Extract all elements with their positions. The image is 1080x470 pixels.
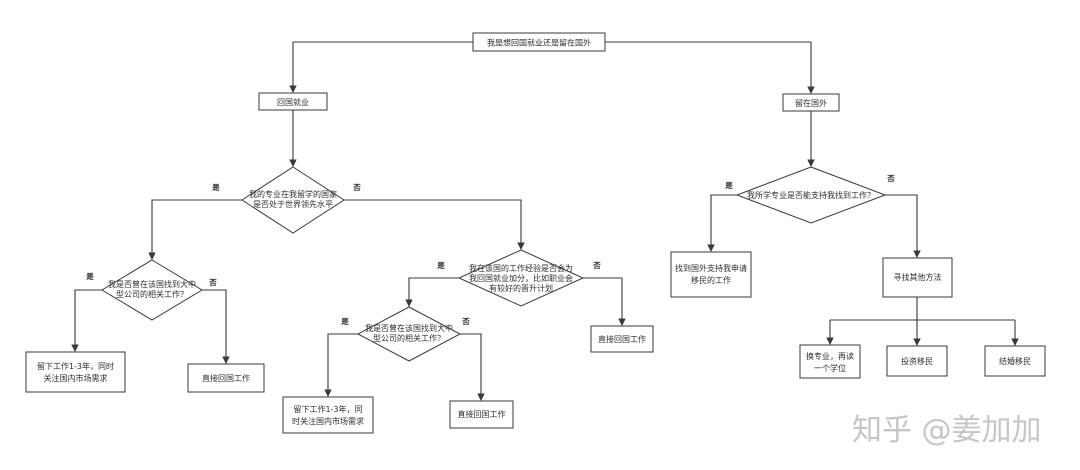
start-text: 我是想回国就业还是留在国外	[487, 38, 591, 48]
find-employer-line-2: 移民的工作	[691, 275, 731, 285]
start-node: 我是想回国就业还是留在国外	[472, 32, 606, 52]
no-label: 否	[352, 183, 361, 192]
return-home-box	[258, 92, 328, 111]
connector-q-job-a-no	[202, 289, 230, 364]
other-ways-box	[882, 257, 953, 298]
stay-abroad-text: 留在国外	[795, 98, 827, 108]
find-employer-box	[670, 251, 752, 298]
yes-label: 是	[85, 271, 94, 281]
decision-job-found-a-diamond	[101, 259, 203, 321]
yes-label: 是	[436, 260, 445, 270]
connector-start-to-stay	[605, 41, 815, 94]
stay-work-b-box	[282, 396, 374, 434]
stay-work-a-line-2: 关注国内市场需求	[44, 373, 108, 383]
return-work-b-node: 直接回国工作	[590, 325, 654, 353]
connector-q-job-a-yes	[71, 289, 102, 352]
connector-q-job-b-no	[460, 333, 485, 401]
invest-node: 投资移民	[886, 345, 948, 377]
return-work-b-text: 直接回国工作	[598, 334, 646, 344]
stay-work-a-line-1: 留下工作1-3年，同时	[37, 361, 114, 371]
connector-other-ways-trunk	[830, 297, 1015, 321]
connector-q-support-no	[885, 194, 921, 258]
decision-major-leading-line-2: 是否处于世界领先水平	[253, 199, 333, 209]
decision-experience-bonus-line-3: 有较好的晋升计划	[489, 283, 553, 293]
no-label: 否	[592, 261, 601, 270]
connector-q-job-b-yes	[324, 333, 358, 397]
return-work-b-box	[590, 325, 654, 353]
marriage-box	[984, 345, 1046, 377]
change-major-box	[799, 344, 861, 379]
decision-major-leading: 我的专业在我留学的国家 是否处于世界领先水平	[241, 166, 345, 234]
decision-experience-bonus-line-1: 我在该国的工作经验是否会为	[469, 263, 573, 273]
return-home-text: 回国就业	[277, 97, 309, 107]
return-work-a-box	[187, 363, 265, 393]
decision-job-found-b-line-2: 型公司的相关工作？	[373, 333, 445, 343]
connector-q-support-yes	[707, 194, 737, 252]
decision-major-support-diamond	[735, 166, 887, 224]
no-label: 否	[886, 174, 895, 183]
stay-work-a-node: 留下工作1-3年，同时 关注国内市场需求	[25, 351, 126, 393]
decision-job-found-a: 我是否曾在该国找到大中 型公司的相关工作？	[101, 259, 203, 321]
return-home-node: 回国就业	[258, 92, 328, 111]
decision-major-leading-diamond	[241, 166, 345, 234]
decision-job-found-a-line-2: 型公司的相关工作？	[116, 289, 188, 299]
change-major-line-1: 换专业，再读	[806, 351, 854, 361]
connector-q-experience-no	[583, 277, 626, 326]
stay-abroad-box	[782, 93, 840, 112]
no-label: 否	[208, 278, 217, 287]
decision-major-support: 我所学专业是否能支持我找到工作？	[735, 166, 887, 224]
marriage-text: 结婚移民	[999, 356, 1031, 366]
change-major-line-2: 一个学位	[814, 363, 846, 373]
watermark: 知乎 @姜加加	[852, 413, 1042, 448]
decision-job-found-b-diamond	[356, 306, 462, 362]
find-employer-node: 找到国外支持我申请 移民的工作	[670, 251, 752, 298]
connector-start-to-return	[289, 41, 473, 93]
change-major-node: 换专业，再读 一个学位	[799, 344, 861, 379]
connector-q-major-no	[344, 199, 525, 250]
marriage-node: 结婚移民	[984, 345, 1046, 377]
stay-work-a-box	[25, 351, 126, 393]
connector-q-major-yes	[148, 199, 242, 260]
decision-experience-bonus: 我在该国的工作经验是否会为 我回国就业加分，比如职业会 有较好的晋升计划	[457, 249, 585, 307]
decision-major-support-text: 我所学专业是否能支持我找到工作？	[747, 190, 875, 200]
decision-experience-bonus-line-2: 我回国就业加分，比如职业会	[469, 273, 573, 283]
yes-label: 是	[211, 182, 220, 192]
start-box	[472, 32, 606, 52]
other-ways-node: 寻找其他方法	[882, 257, 953, 298]
connector-q-experience-yes	[405, 277, 459, 307]
stay-work-b-line-1: 留下工作1-3年，同	[293, 404, 362, 414]
connectors	[71, 41, 1019, 401]
decision-job-found-b: 我是否曾在该国找到大中 型公司的相关工作？	[356, 306, 462, 362]
decision-job-found-b-line-1: 我是否曾在该国找到大中	[365, 323, 453, 333]
return-work-c-node: 直接回国工作	[449, 400, 514, 429]
return-work-c-box	[449, 400, 514, 429]
return-work-a-node: 直接回国工作	[187, 363, 265, 393]
find-employer-line-1: 找到国外支持我申请	[675, 263, 747, 273]
stay-work-b-line-2: 时关注国内市场需求	[292, 416, 364, 426]
yes-label: 是	[724, 180, 733, 190]
other-ways-text: 寻找其他方法	[894, 272, 942, 282]
decision-job-found-a-line-1: 我是否曾在该国找到大中	[108, 279, 196, 289]
stay-work-b-node: 留下工作1-3年，同 时关注国内市场需求	[282, 396, 374, 434]
return-work-c-text: 直接回国工作	[458, 409, 506, 419]
return-work-a-text: 直接回国工作	[202, 373, 250, 383]
invest-text: 投资移民	[901, 356, 933, 366]
yes-label: 是	[340, 316, 349, 326]
stay-abroad-node: 留在国外	[782, 93, 840, 112]
invest-box	[886, 345, 948, 377]
no-label: 否	[461, 317, 470, 326]
decision-experience-bonus-diamond	[457, 249, 585, 307]
decision-major-leading-line-1: 我的专业在我留学的国家	[249, 189, 337, 199]
